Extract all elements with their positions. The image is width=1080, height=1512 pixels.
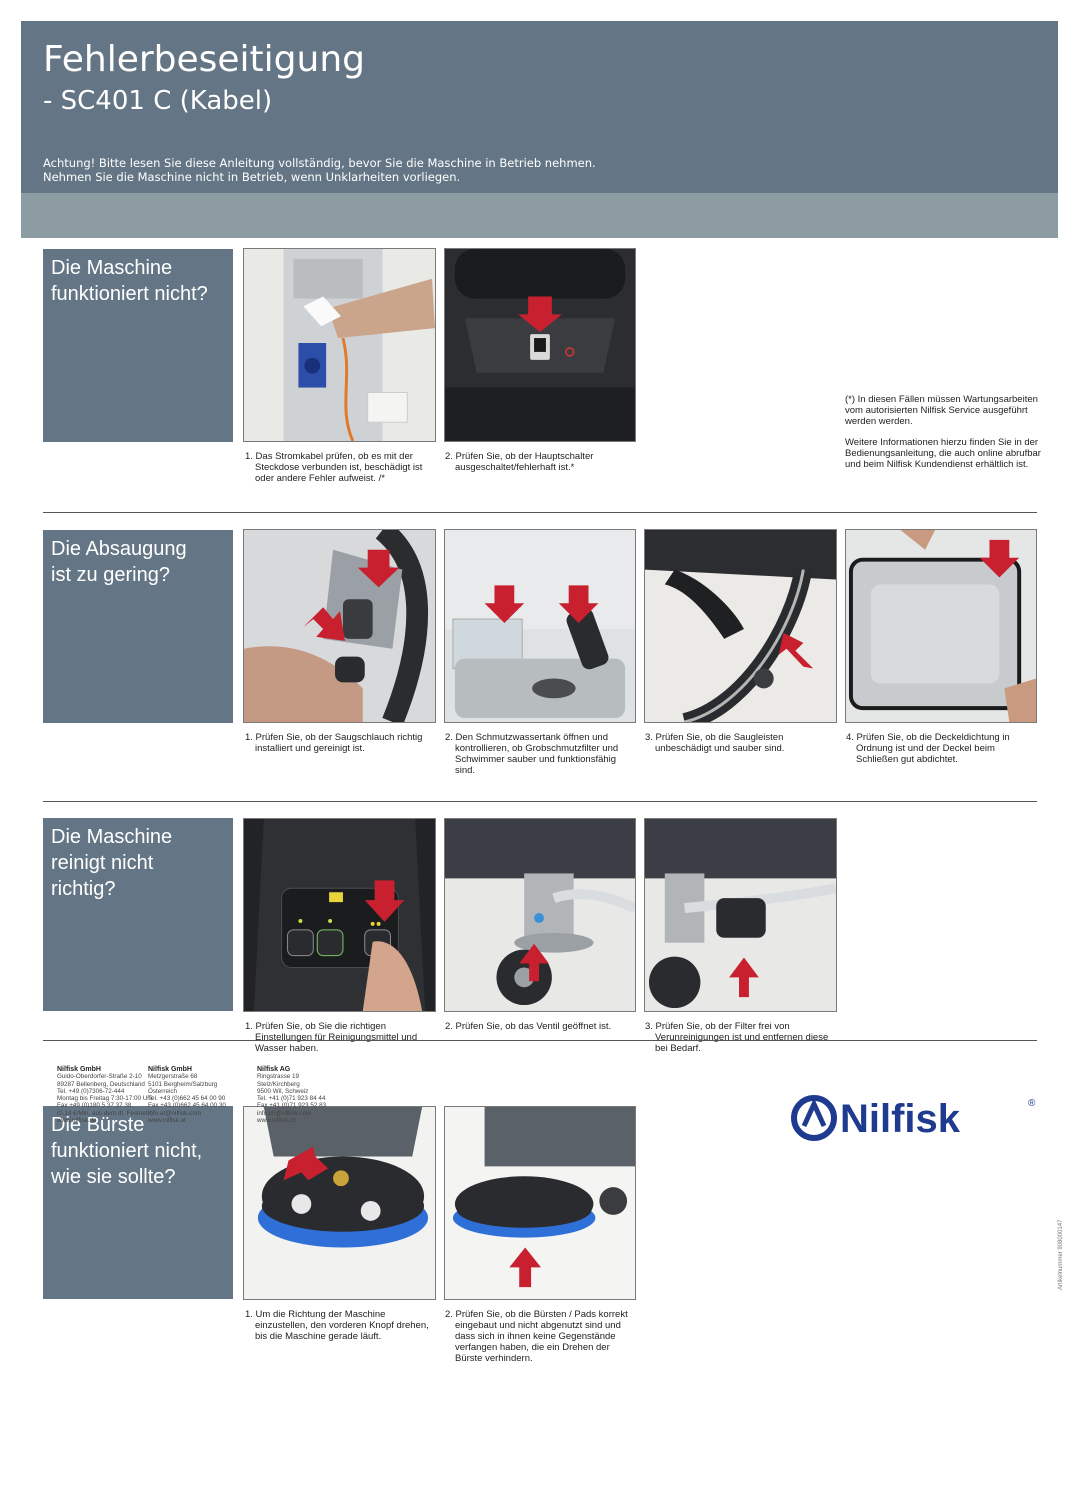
question-line: reinigt nicht (51, 852, 154, 874)
step-caption: 1. Das Stromkabel prüfen, ob es mit der … (245, 451, 423, 484)
step-caption: 1. Prüfen Sie, ob Sie die richtigen Eins… (245, 1021, 418, 1054)
divider (43, 512, 1037, 513)
question-box: Die Absaugung ist zu gering? (43, 530, 233, 723)
photo-dirty-water-tank (444, 529, 636, 723)
page-title: Fehlerbeseitigung (43, 39, 366, 80)
question-line: funktioniert nicht, (51, 1140, 203, 1162)
address-at: Nilfisk GmbH Metzgerstraße 68 5101 Bergh… (148, 1066, 226, 1125)
question-line: Die Bürste (51, 1114, 145, 1136)
step-caption: 2. Den Schmutzwassertank öffnen und kont… (445, 732, 619, 776)
step-caption: 3. Prüfen Sie, ob der Filter frei von Ve… (645, 1021, 829, 1054)
photo-control-panel (243, 818, 436, 1012)
question-box: Die Bürste funktioniert nicht, wie sie s… (43, 1106, 233, 1299)
question-box: Die Maschine reinigt nicht richtig? (43, 818, 233, 1011)
step-caption: 2. Prüfen Sie, ob die Bürsten / Pads kor… (445, 1309, 628, 1364)
step-caption: 1. Prüfen Sie, ob der Saugschlauch richt… (245, 732, 423, 754)
photo-brush-pad (444, 1106, 636, 1300)
note-more-info: Weitere Informationen hierzu finden Sie … (845, 437, 1041, 470)
address-ch: Nilfisk AG Ringstrasse 19 Stelz/Kirchber… (257, 1066, 327, 1125)
address-de: Nilfisk GmbH Guido-Oberdorfer-Straße 2-1… (57, 1066, 153, 1125)
step-caption: 2. Prüfen Sie, ob der Hauptschalter ausg… (445, 451, 594, 473)
photo-squeegee (644, 529, 837, 723)
step-caption: 1. Um die Richtung der Maschine einzuste… (245, 1309, 429, 1342)
question-line: richtig? (51, 878, 116, 900)
logo-mark-icon (791, 1095, 837, 1141)
warning-line: Achtung! Bitte lesen Sie diese Anleitung… (43, 156, 596, 170)
logo-text: Nilfisk (840, 1097, 961, 1141)
header-banner (21, 21, 1058, 193)
question-line: ist zu gering? (51, 564, 170, 586)
service-note: (*) In diesen Fällen müssen Wartungsarbe… (845, 394, 1041, 470)
photo-main-switch (444, 248, 636, 442)
step-caption: 4. Prüfen Sie, ob die Deckeldichtung in … (846, 732, 1010, 765)
header-band (21, 193, 1058, 238)
question-line: Die Maschine (51, 826, 173, 848)
photo-lid-gasket (845, 529, 1037, 723)
photo-filter (644, 818, 837, 1012)
photo-power-cable (243, 248, 436, 442)
note-service: (*) In diesen Fällen müssen Wartungsarbe… (845, 394, 1038, 427)
company-name: Nilfisk GmbH (57, 1066, 101, 1073)
photo-valve (444, 818, 636, 1012)
step-caption: 2. Prüfen Sie, ob das Ventil geöffnet is… (445, 1021, 612, 1032)
page-subtitle: - SC401 C (Kabel) (43, 86, 273, 116)
question-line: Die Absaugung (51, 538, 187, 560)
divider (43, 1040, 1037, 1041)
photo-brush-knob (243, 1106, 436, 1300)
question-line: wie sie sollte? (51, 1166, 176, 1188)
divider (43, 801, 1037, 802)
warning-text: Achtung! Bitte lesen Sie diese Anleitung… (43, 156, 596, 184)
step-caption: 3. Prüfen Sie, ob die Saugleisten unbesc… (645, 732, 785, 754)
company-name: Nilfisk AG (257, 1066, 291, 1073)
warning-line: Nehmen Sie die Maschine nicht in Betrieb… (43, 170, 461, 184)
nilfisk-logo: Nilfisk ® (790, 1090, 1040, 1146)
question-line: Die Maschine (51, 257, 173, 279)
article-number: Artikelnummer 908000147 (1058, 1219, 1064, 1290)
question-line: funktioniert nicht? (51, 283, 208, 305)
company-name: Nilfisk GmbH (148, 1066, 192, 1073)
logo-registered-mark: ® (1028, 1098, 1036, 1109)
photo-suction-hose (243, 529, 436, 723)
question-box: Die Maschine funktioniert nicht? (43, 249, 233, 442)
